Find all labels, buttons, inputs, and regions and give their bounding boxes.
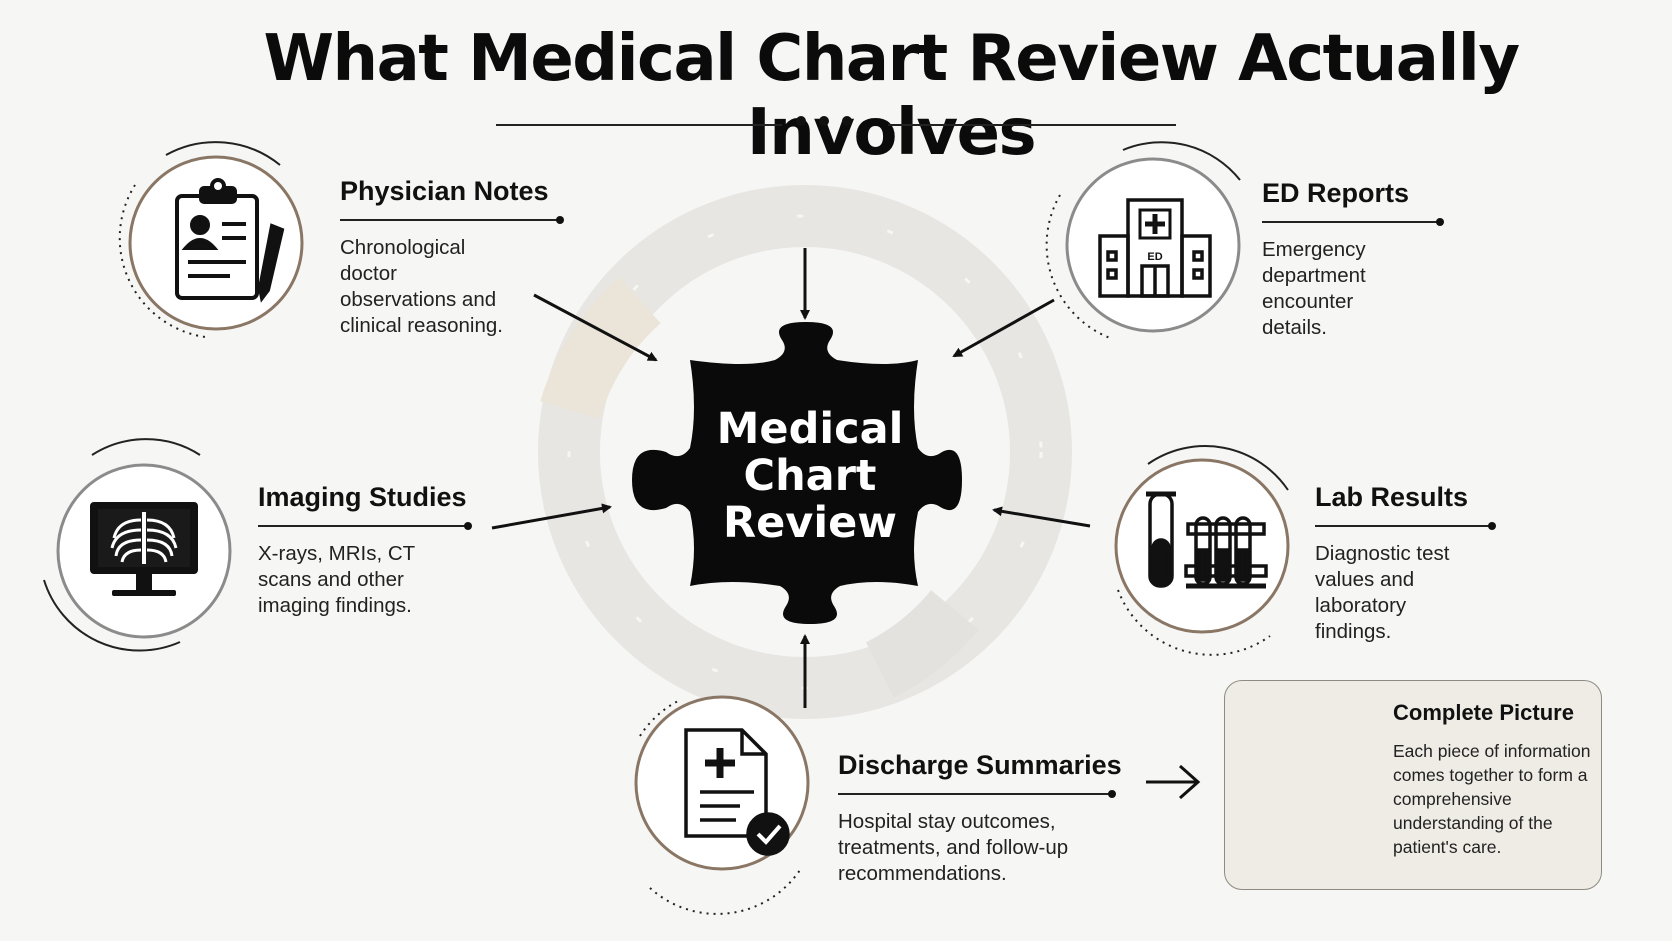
lab-results-icon-circle xyxy=(1114,445,1290,656)
card-imaging-studies: Imaging Studies X-rays, MRIs, CT scans a… xyxy=(258,482,472,619)
complete-picture-desc: Each piece of information comes together… xyxy=(1393,741,1591,857)
center-puzzle-piece xyxy=(632,322,962,624)
title-dots xyxy=(796,116,852,126)
xray-monitor-icon xyxy=(90,502,198,596)
title-divider-left xyxy=(496,124,782,126)
card-rule xyxy=(258,522,472,530)
ed-reports-icon-circle: ED xyxy=(1045,141,1241,339)
card-rule xyxy=(1315,522,1496,530)
hospital-icon-label: ED xyxy=(1147,251,1162,263)
card-rule xyxy=(838,790,1116,798)
card-rule xyxy=(340,216,564,224)
arrow-imaging-studies xyxy=(491,503,612,530)
card-rule xyxy=(1262,218,1444,226)
card-desc: X-rays, MRIs, CT scans and other imaging… xyxy=(258,542,415,617)
clipboard-icon xyxy=(175,178,285,303)
complete-picture-title: Complete Picture xyxy=(1393,700,1574,725)
card-ed-reports: ED Reports Emergency department encounte… xyxy=(1262,178,1444,341)
card-desc: Diagnostic test values and laboratory fi… xyxy=(1315,542,1450,643)
physician-notes-icon-circle xyxy=(118,141,304,338)
card-title: Discharge Summaries xyxy=(838,750,1122,780)
discharge-summaries-icon-circle xyxy=(634,695,810,915)
card-desc: Emergency department encounter details. xyxy=(1262,238,1366,339)
card-discharge-summaries: Discharge Summaries Hospital stay outcom… xyxy=(838,750,1122,887)
card-desc: Hospital stay outcomes, treatments, and … xyxy=(838,810,1069,885)
card-title: Imaging Studies xyxy=(258,482,467,512)
title-divider-right xyxy=(888,124,1176,126)
discharge-document-icon xyxy=(684,728,790,856)
card-desc: Chronological doctor observations and cl… xyxy=(340,236,503,337)
card-title: Physician Notes xyxy=(340,176,549,206)
card-lab-results: Lab Results Diagnostic test values and l… xyxy=(1315,482,1496,645)
arrow-physician-notes xyxy=(533,293,658,362)
arrows xyxy=(491,248,1201,800)
imaging-studies-icon-circle xyxy=(43,438,232,652)
center-label-line: Review xyxy=(723,498,897,548)
card-title: ED Reports xyxy=(1262,178,1410,208)
arrow-lab-results xyxy=(992,506,1091,528)
test-tubes-icon xyxy=(1146,491,1268,589)
center-label-line: Medical xyxy=(716,404,904,454)
complete-picture-box xyxy=(1224,680,1602,890)
arrow-ed-reports xyxy=(952,298,1055,358)
center-label-line: Chart xyxy=(743,451,877,501)
card-physician-notes: Physician Notes Chronological doctor obs… xyxy=(340,176,564,339)
card-title: Lab Results xyxy=(1315,482,1469,512)
page-title: What Medical Chart Review Actually Invol… xyxy=(263,22,1520,170)
hospital-icon: ED xyxy=(1098,198,1212,298)
